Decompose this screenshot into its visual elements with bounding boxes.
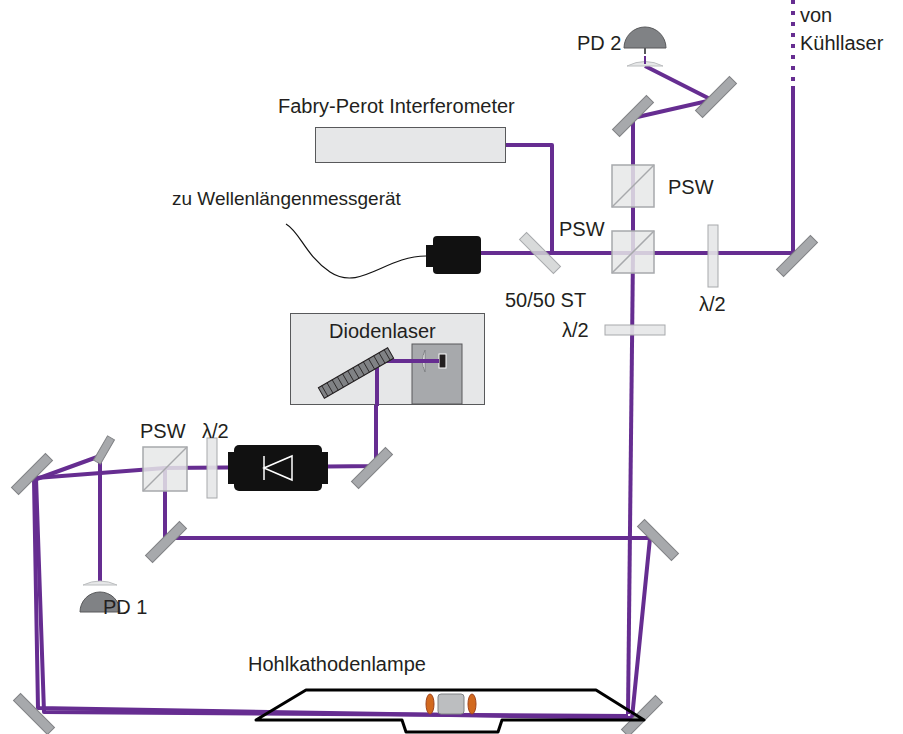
component-label: 50/50 ST [505,287,586,313]
diode-symbol [264,456,292,480]
mirror [13,693,54,734]
grating-rule [327,383,333,393]
laser-mount [412,344,462,404]
pbs-diagonal [143,447,187,491]
laser-chip [439,354,446,368]
coupler-body [426,245,436,267]
lens [83,581,117,585]
mirror [612,95,653,136]
pbs-diagonal [612,231,654,273]
component-label: PSW [668,174,714,200]
grating-rule [348,371,354,381]
mirror [637,519,678,560]
isolator-body [320,452,328,484]
half-wave-plate [207,225,718,498]
grating-rule [369,359,375,369]
laser-beam [377,361,439,406]
mirror [94,436,115,464]
fabry-perot-box: Fabry-Perot Interferometer [276,94,524,164]
grating-rule [353,368,359,378]
detector-label: PD 2 [577,30,621,56]
node-title: Hohlkathodenlampe [248,652,426,676]
photodiode-pin [644,48,646,54]
hollow-cathode [438,694,464,714]
grating-rule [337,377,343,387]
electrode-ring [468,694,476,714]
electrode-ring [426,694,434,714]
laser-beam [644,56,646,64]
node-title: Diodenlaser [329,319,436,343]
mirror [351,447,392,488]
grating-rule [332,380,338,390]
pbs-diagonal [612,165,654,207]
mirror [11,76,817,734]
mirror [776,235,817,276]
isolator-body [234,445,322,491]
grating-rule [379,353,385,363]
laser-beam [34,0,793,718]
fiber-coupler [286,224,481,278]
pbs-cube [612,165,654,207]
pbs-cube [143,447,187,491]
isolator-body [228,452,236,484]
photodiode [624,27,666,48]
grating-rule [358,365,364,375]
grating [318,348,393,398]
component-label: PSW [559,216,605,242]
cooling-beam [480,86,793,253]
probe-beam [36,468,628,716]
beam-to-pd2 [633,66,712,253]
mirror [11,453,52,494]
beam-splitter-plate [519,232,560,273]
grating-rule [363,362,369,372]
component-label: PSW [140,418,186,444]
detector-label: PD 1 [103,594,147,620]
hollow-cathode-lamp: Hohlkathodenlampe [240,652,660,734]
half-wave-plate [708,225,718,287]
grating-rule [374,356,380,366]
component-label: λ/2 [202,418,229,444]
node-title: Fabry-Perot Interferometer [278,94,515,118]
grating-rule [322,386,328,396]
mirror [695,76,736,117]
component-label: λ/2 [562,317,589,343]
mirror [145,521,186,562]
lamp-housing [256,690,644,732]
fpi-housing [316,128,506,163]
source-label: von Kühllaser [800,1,898,57]
fiber-cable [286,224,426,278]
pbs-cube [612,231,654,273]
component-label: λ/2 [699,291,726,317]
optical-isolator [228,445,328,491]
grating-rule [384,350,390,360]
half-wave-plate [605,325,665,335]
coupler-body [433,236,481,274]
pbs-cube [143,165,654,491]
photodiode [80,27,666,612]
grating [318,348,393,398]
diode-laser-box: Diodenlaser [290,313,485,405]
mirror [621,695,662,734]
half-wave-plate [207,438,217,498]
vertical-beam [628,253,633,714]
grating-rule [343,374,349,384]
pump-beam [34,456,650,718]
incoming-beam [791,0,795,86]
fiber-label: zu Wellenlängenmessgerät [172,186,401,212]
